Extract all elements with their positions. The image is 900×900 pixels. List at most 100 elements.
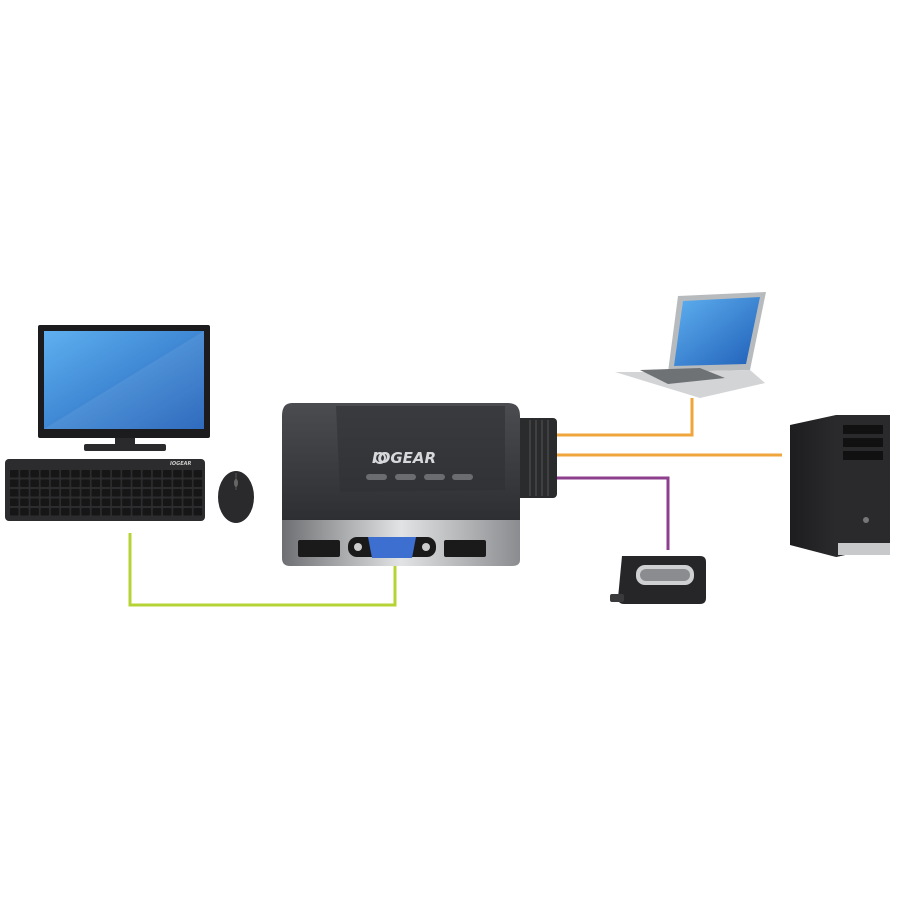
keyboard-key (61, 479, 70, 487)
keyboard-key (40, 508, 50, 516)
keyboard-key (163, 489, 172, 497)
keyboard-key (122, 489, 131, 497)
keyboard-logo: IOGEAR (170, 461, 192, 467)
keyboard-key (20, 479, 29, 487)
keyboard-key (183, 489, 192, 497)
keyboard-key (30, 508, 39, 516)
keyboard-key (122, 498, 131, 506)
keyboard-key (163, 498, 172, 506)
usb-port-left (298, 540, 340, 557)
keyboard-key (122, 470, 131, 478)
keyboard-key (112, 479, 121, 487)
keyboard-key (91, 498, 101, 506)
keyboard-key (142, 479, 152, 487)
desktop-tower (790, 415, 890, 557)
keyboard-key (91, 489, 101, 497)
usb-port-right (444, 540, 486, 557)
keyboard-key (163, 470, 172, 478)
keyboard-key (152, 479, 162, 487)
keyboard-key (50, 489, 60, 497)
keyboard-key (173, 489, 182, 497)
remote-cable (555, 476, 670, 550)
keyboard-key (50, 498, 60, 506)
keyboard-key (122, 479, 131, 487)
mouse (218, 471, 254, 523)
keyboard-key (152, 498, 162, 506)
keyboard-key (91, 470, 101, 478)
keyboard-key (81, 470, 90, 478)
keyboard-key (30, 498, 39, 506)
keyboard-key (152, 489, 162, 497)
keyboard-key (142, 508, 152, 516)
keyboard-key (71, 498, 80, 506)
keyboard-key (173, 508, 182, 516)
keyboard-key (71, 489, 80, 497)
keyboard-key (10, 508, 19, 516)
keyboard: IOGEAR (5, 459, 205, 521)
remote-port-selector (610, 556, 706, 604)
keyboard-key (71, 470, 80, 478)
keyboard-key (40, 479, 50, 487)
keyboard-key (81, 479, 90, 487)
keyboard-key (142, 489, 152, 497)
keyboard-key (61, 498, 70, 506)
keyboard-key (142, 498, 152, 506)
port-select-button-3[interactable] (424, 474, 445, 480)
power-button (863, 517, 869, 523)
laptop (615, 292, 766, 398)
laptop-screen (674, 297, 760, 366)
keyboard-key (50, 470, 60, 478)
keyboard-key (193, 489, 203, 497)
device-logo: IOGEAR (372, 449, 436, 467)
keyboard-key (81, 498, 90, 506)
keyboard-key (61, 470, 70, 478)
keyboard-key (132, 489, 141, 497)
keyboard-key (61, 489, 70, 497)
keyboard-key (61, 508, 70, 516)
keyboard-key (101, 508, 111, 516)
keyboard-key (101, 470, 111, 478)
laptop-cable (555, 398, 694, 437)
keyboard-key (173, 479, 182, 487)
port-select-button-4[interactable] (452, 474, 473, 480)
keyboard-key (20, 508, 29, 516)
monitor (38, 325, 210, 451)
keyboard-key (132, 479, 141, 487)
port-select-button-1[interactable] (366, 474, 387, 480)
keyboard-key (10, 489, 19, 497)
keyboard-key (183, 479, 192, 487)
keyboard-key (142, 470, 152, 478)
keyboard-key (71, 508, 80, 516)
keyboard-key (112, 489, 121, 497)
keyboard-key (81, 508, 90, 516)
keyboard-key (112, 498, 121, 506)
keyboard-key (50, 508, 60, 516)
keyboard-key (173, 470, 182, 478)
vga-port (368, 537, 416, 558)
keyboard-key (20, 489, 29, 497)
keyboard-key (193, 479, 203, 487)
keyboard-key (40, 470, 50, 478)
keyboard-key (71, 479, 80, 487)
keyboard-key (112, 508, 121, 516)
keyboard-key (132, 470, 141, 478)
keyboard-key (20, 498, 29, 506)
keyboard-key (183, 508, 192, 516)
keyboard-key (122, 508, 131, 516)
keyboard-key (132, 508, 141, 516)
video-cable (128, 533, 397, 607)
keyboard-key (101, 489, 111, 497)
keyboard-key (183, 498, 192, 506)
keyboard-key (10, 470, 19, 478)
keyboard-key (132, 498, 141, 506)
keyboard-key (30, 479, 39, 487)
keyboard-key (152, 470, 162, 478)
port-select-button-2[interactable] (395, 474, 416, 480)
keyboard-key (50, 479, 60, 487)
keyboard-key (152, 508, 162, 516)
keyboard-key (91, 508, 101, 516)
monitor-screen (44, 331, 204, 429)
keyboard-key (193, 498, 203, 506)
keyboard-key (193, 470, 203, 478)
